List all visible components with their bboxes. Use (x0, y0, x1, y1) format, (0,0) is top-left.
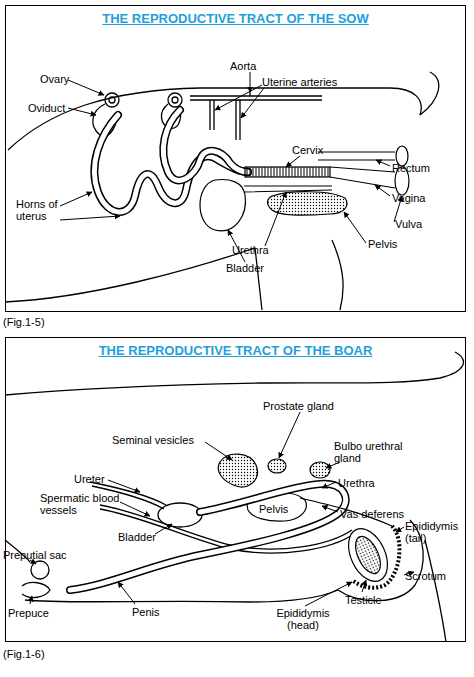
rectum-tube (318, 152, 395, 160)
part-label: Ovary (40, 73, 69, 85)
leader-line (375, 185, 390, 196)
uterine-horn (163, 110, 248, 180)
preputial-sac-shape (31, 561, 49, 579)
part-label: Epididymis (head) (272, 607, 334, 631)
leader-line (120, 502, 150, 516)
panel-title: THE REPRODUCTIVE TRACT OF THE SOW (6, 11, 465, 26)
leader-line (286, 156, 300, 167)
sow-back-outline (8, 88, 421, 150)
leader-line (376, 160, 390, 166)
uterine-artery (236, 100, 240, 140)
testicle-shape (341, 522, 395, 587)
sow-belly-outline (5, 248, 262, 310)
leader-line (344, 212, 366, 243)
bulbourethral-gland (310, 462, 330, 478)
part-label: Bladder (118, 531, 156, 543)
leader-line (265, 192, 286, 246)
leader-line (250, 72, 251, 92)
figure-caption: (Fig.1-5) (3, 316, 45, 328)
part-label: Urethra (232, 244, 269, 256)
prepuce-shape (22, 583, 50, 598)
part-label: Horns of uterus (16, 198, 74, 222)
part-label: Vagina (392, 192, 425, 204)
cervix-shape (245, 167, 330, 177)
figure-panel: THE REPRODUCTIVE TRACT OF THE BOAR (5, 337, 466, 642)
leader-line (108, 480, 140, 492)
leader-line (60, 192, 92, 206)
leader-line (68, 108, 96, 115)
ovary-shape (168, 93, 182, 107)
urethra-tube (244, 186, 332, 192)
part-label: Spermatic blood vessels (40, 492, 140, 516)
part-label: Prepuce (8, 607, 49, 619)
boar-leg-outline (425, 540, 446, 642)
ovary-shape (172, 97, 178, 103)
leader-line (60, 216, 120, 220)
part-label: Penis (132, 606, 160, 618)
uterine-horn (163, 110, 248, 180)
leader-line (396, 527, 404, 532)
part-label: Testicle (345, 594, 382, 606)
leader-line (279, 412, 300, 458)
part-label: Oviduct (28, 102, 65, 114)
bladder-shape (200, 180, 245, 231)
epididymis-shape (352, 526, 399, 588)
part-label: Urethra (338, 477, 375, 489)
sow-tail (420, 72, 439, 115)
sow-leg-outline (332, 240, 343, 310)
leader-line (30, 596, 32, 604)
part-label: Pelvis (368, 238, 397, 250)
boar-back-outline (5, 352, 463, 395)
seminal-vesicle (218, 454, 257, 487)
part-label: Epididymis (tail) (405, 520, 473, 544)
part-label: Prostate gland (263, 400, 334, 412)
leader-line (305, 582, 352, 606)
part-label: Bladder (226, 262, 264, 274)
leader-line (322, 506, 338, 512)
prostate-gland (268, 459, 286, 473)
figure-caption: (Fig.1-6) (3, 648, 45, 660)
part-label: Ureter (74, 473, 105, 485)
pelvis-bone (268, 192, 347, 215)
part-label: Rectum (392, 162, 430, 174)
part-label: Seminal vesicles (112, 434, 194, 446)
part-label: Vulva (395, 218, 422, 230)
part-label: Bulbo urethral gland (334, 440, 414, 464)
part-label: Preputial sac (3, 549, 67, 561)
testicle-shape (350, 533, 385, 578)
leader-line (322, 482, 336, 488)
vagina-tube (330, 167, 395, 188)
leader-line (118, 582, 135, 604)
ovary-shape (105, 93, 119, 107)
leader-line (241, 88, 264, 118)
part-label: Cervix (292, 144, 323, 156)
part-label: Scrotum (405, 570, 446, 582)
part-label: Aorta (230, 60, 256, 72)
aorta-vessel (249, 92, 250, 96)
panel-title: THE REPRODUCTIVE TRACT OF THE BOAR (6, 343, 465, 358)
leader-line (362, 580, 366, 592)
part-label: Pelvis (259, 503, 288, 515)
leader-line (205, 442, 232, 460)
part-label: Vas deferens (340, 508, 404, 520)
uterine-artery (210, 100, 214, 130)
aorta-vessel (190, 95, 322, 96)
part-label: Uterine arteries (262, 76, 337, 88)
leader-line (68, 80, 104, 95)
ovary-shape (109, 97, 115, 103)
leader-line (215, 85, 262, 110)
leader-line (155, 524, 172, 534)
